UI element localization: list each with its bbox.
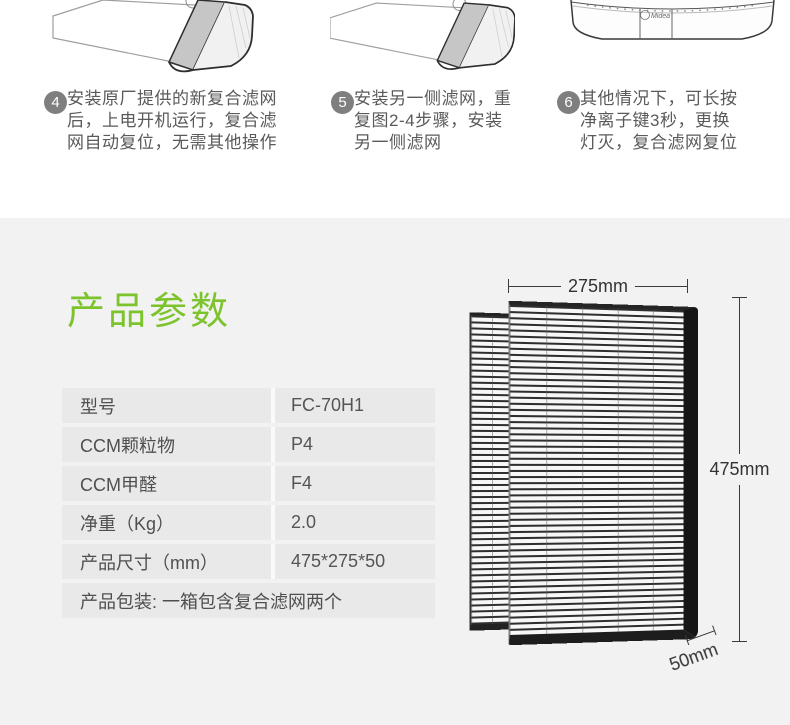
dimension-tick	[732, 641, 747, 642]
step-6-text: 其他情况下，可长按净离子键3秒，更换灯灭，复合滤网复位	[580, 89, 738, 152]
table-row: 净重（Kg） 2.0	[62, 505, 435, 540]
step-4-number-badge: 4	[44, 91, 67, 114]
step-4: 4 安装原厂提供的新复合滤网后，上电开机运行，复合滤网自动复位，无需其他操作	[44, 88, 285, 154]
table-row: CCM甲醛 F4	[62, 466, 435, 501]
step-5: 5 安装另一侧滤网，重复图2-4步骤，安装另一侧滤网	[331, 88, 516, 154]
spec-label: CCM颗粒物	[62, 427, 271, 462]
table-row: 型号 FC-70H1	[62, 388, 435, 423]
step-5-number-badge: 5	[331, 91, 354, 114]
section-title: 产品参数	[67, 291, 232, 333]
spec-label: 型号	[62, 388, 271, 423]
hepa-filter-front	[508, 300, 698, 646]
step-4-text: 安装原厂提供的新复合滤网后，上电开机运行，复合滤网自动复位，无需其他操作	[67, 89, 277, 152]
product-params-section: 产品参数 型号 FC-70H1 CCM颗粒物 P4 CCM甲醛 F4 净重（Kg…	[0, 218, 790, 725]
spec-table: 型号 FC-70H1 CCM颗粒物 P4 CCM甲醛 F4 净重（Kg） 2.0…	[62, 388, 435, 618]
filter-install-illustration-1	[52, 0, 254, 73]
spec-label: CCM甲醛	[62, 466, 271, 501]
spec-value: P4	[275, 427, 435, 462]
spec-value: 475*275*50	[275, 544, 435, 579]
width-dimension: 275mm	[508, 276, 688, 296]
column-gutter	[271, 544, 275, 579]
step-6: 6 其他情况下，可长按净离子键3秒，更换灯灭，复合滤网复位	[557, 88, 745, 154]
dimension-line	[687, 630, 715, 641]
spec-label: 产品尺寸（mm）	[62, 544, 271, 579]
dimension-line	[739, 298, 740, 454]
spec-label: 净重（Kg）	[62, 505, 271, 540]
dimension-tick-end	[712, 625, 717, 636]
dimension-line	[739, 485, 740, 641]
filter-install-illustration-2	[330, 0, 515, 70]
packaging-note: 产品包装: 一箱包含复合滤网两个	[62, 583, 435, 618]
spec-value: 2.0	[275, 505, 435, 540]
dimension-line	[635, 285, 687, 287]
height-dimension-label: 475mm	[709, 459, 770, 479]
step-5-text: 安装另一侧滤网，重复图2-4步骤，安装另一侧滤网	[354, 89, 512, 152]
dimension-line	[509, 285, 561, 287]
purifier-bottom-illustration: Midea	[570, 0, 775, 40]
column-gutter	[271, 466, 275, 501]
spec-value: FC-70H1	[275, 388, 435, 423]
column-gutter	[271, 505, 275, 540]
table-row: 产品尺寸（mm） 475*275*50	[62, 544, 435, 579]
height-dimension: 475mm	[709, 297, 770, 642]
column-gutter	[271, 427, 275, 462]
step-6-number-badge: 6	[557, 91, 580, 114]
dimension-tick	[508, 279, 509, 293]
spec-value: F4	[275, 466, 435, 501]
table-row: CCM颗粒物 P4	[62, 427, 435, 462]
width-dimension-label: 275mm	[567, 276, 629, 296]
dimension-tick	[687, 279, 688, 293]
dimension-tick	[732, 297, 747, 298]
midea-logo: Midea	[651, 13, 670, 20]
column-gutter	[271, 388, 275, 423]
filter-pleats	[509, 304, 684, 635]
